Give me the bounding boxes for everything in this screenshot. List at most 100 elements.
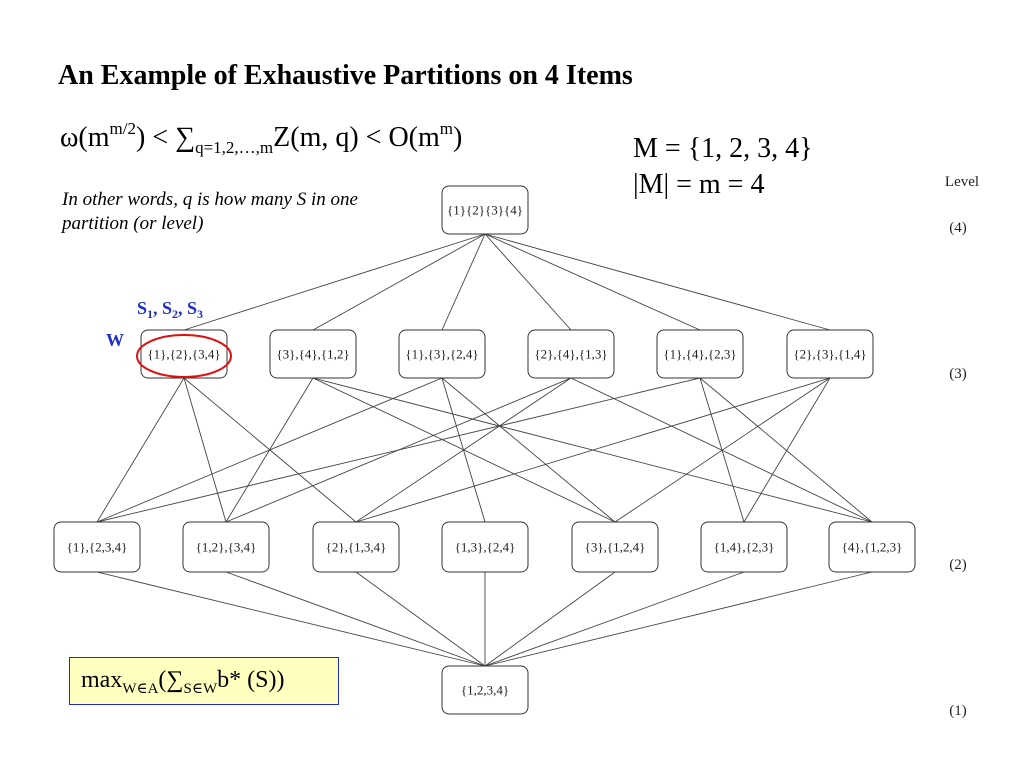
lattice-edge (484, 233, 701, 331)
level-header: Level (945, 174, 979, 190)
lattice-edge (441, 233, 486, 331)
lattice-edge (96, 571, 486, 667)
partition-node-box (269, 329, 357, 379)
w-label: W (106, 330, 124, 350)
partition-node-label: {4},{1,2,3} (842, 540, 903, 555)
lattice-edge (484, 571, 616, 667)
objective-formula-box: maxW∈A(∑S∈Wb* (S)) (69, 657, 339, 705)
s-label-index: 2 (172, 307, 179, 321)
lattice-edge (183, 233, 486, 331)
lattice-nodes: {1}{2}{3}{4} {1},{2},{3,4} {3},{4},{1,2} {1… (53, 185, 916, 715)
formula-sum: ) < ∑ (136, 122, 196, 153)
s-label-part: S (137, 298, 148, 318)
objective-max: max (81, 667, 123, 693)
set-definition-line2: |M| = m = 4 (633, 169, 765, 200)
set-definition-line1: M = {1, 2, 3, 4} (633, 133, 813, 164)
partition-node-label: {3},{4},{1,2} (276, 347, 349, 362)
lattice-edge (743, 377, 831, 523)
partition-node-label: {1,2},{3,4} (196, 540, 257, 555)
partition-node: {2},{1,3,4} (312, 521, 400, 573)
partition-node-box (656, 329, 744, 379)
partition-node-box (398, 329, 486, 379)
objective-rest: b* (S)) (217, 667, 285, 693)
partition-node: {3},{4},{1,2} (269, 329, 357, 379)
partition-node-label: {1,4},{2,3} (714, 540, 775, 555)
s-label-index: 1 (147, 307, 154, 321)
partition-node: {1,2,3,4} (441, 665, 529, 715)
partition-node-label: {3},{1,2,4} (585, 540, 646, 555)
partition-node-box (441, 521, 529, 573)
lattice-edge (484, 233, 831, 331)
formula-z: Z(m, q) < O(m (273, 122, 440, 153)
lattice-edge (96, 377, 701, 523)
partition-node-box (53, 521, 141, 573)
lattice-edge (312, 233, 486, 331)
partition-node-label: {1,2,3,4} (461, 683, 509, 698)
lattice-edge (96, 377, 443, 523)
complexity-formula: ω(mm/2) < ∑q=1,2,…,mZ(m, q) < O(mm) (60, 119, 463, 157)
explanatory-note: In other words, q is how many S in one p… (62, 189, 358, 234)
lattice-edge (225, 571, 486, 667)
formula-close: ) (453, 122, 463, 153)
set-definition: M = {1, 2, 3, 4} |M| = m = 4 (633, 131, 813, 203)
partition-node-box (700, 521, 788, 573)
lattice-edge (484, 233, 572, 331)
partition-node: {2},{4},{1,3} (527, 329, 615, 379)
lattice-edge (96, 377, 185, 523)
level-number: (4) (949, 220, 967, 236)
level-labels: (4) (3) (2) (1) Level (945, 174, 979, 719)
formula-o-exponent: m (439, 119, 454, 138)
partition-node-box (527, 329, 615, 379)
formula-omega: ω(m (60, 122, 110, 153)
subset-labels: S1, S2, S3 (137, 298, 204, 321)
partition-node: {2},{3},{1,4} (786, 329, 874, 379)
partition-node-label: {2},{4},{1,3} (534, 347, 607, 362)
lattice-edge (441, 377, 616, 523)
slide-title: An Example of Exhaustive Partitions on 4… (58, 60, 633, 91)
partition-node-label: {1},{3},{2,4} (405, 347, 478, 362)
partition-node-label: {1},{2,3,4} (67, 540, 128, 555)
partition-node-box (312, 521, 400, 573)
highlight-circle (136, 334, 232, 378)
lattice-edge (183, 377, 227, 523)
partition-node-label: {1},{4},{2,3} (663, 347, 736, 362)
s-label-part: , S (153, 298, 173, 318)
objective-sum: (∑ (158, 667, 184, 693)
partition-node-box (441, 665, 529, 715)
level-number: (2) (949, 557, 967, 573)
partition-node-label: {1}{2}{3}{4} (447, 203, 523, 218)
lattice-edge (484, 571, 745, 667)
partition-node: {1,4},{2,3} (700, 521, 788, 573)
partition-node: {1,2},{3,4} (182, 521, 270, 573)
lattice-edge (484, 571, 873, 667)
formula-sum-range: q=1,2,…,m (195, 138, 274, 157)
level-number: (1) (949, 703, 967, 719)
partition-node-box (182, 521, 270, 573)
lattice-edge (355, 377, 572, 523)
lattice-edge (570, 377, 873, 523)
partition-node-box (441, 185, 529, 235)
partition-node-label: {1},{2},{3,4} (147, 347, 220, 362)
lattice-edge (355, 571, 486, 667)
formula-omega-exponent: m/2 (109, 119, 136, 138)
partition-node: {1}{2}{3}{4} (441, 185, 529, 235)
lattice-edges (96, 233, 873, 667)
partition-node: {1},{2},{3,4} (140, 329, 228, 379)
partition-node-box (571, 521, 659, 573)
partition-node-label: {1,3},{2,4} (455, 540, 516, 555)
objective-sum-subscript: S∈W (183, 681, 218, 697)
lattice-edge (355, 377, 831, 523)
partition-node-box (828, 521, 916, 573)
partition-node-box (786, 329, 874, 379)
partition-node: {1,3},{2,4} (441, 521, 529, 573)
partition-node: {3},{1,2,4} (571, 521, 659, 573)
partition-node-label: {2},{3},{1,4} (793, 347, 866, 362)
partition-node: {4},{1,2,3} (828, 521, 916, 573)
level-number: (3) (949, 366, 967, 382)
lattice-edge (699, 377, 873, 523)
objective-max-subscript: W∈A (122, 681, 159, 697)
s-label-index: 3 (197, 307, 204, 321)
lattice-edge (614, 377, 831, 523)
partition-node: {1},{2,3,4} (53, 521, 141, 573)
